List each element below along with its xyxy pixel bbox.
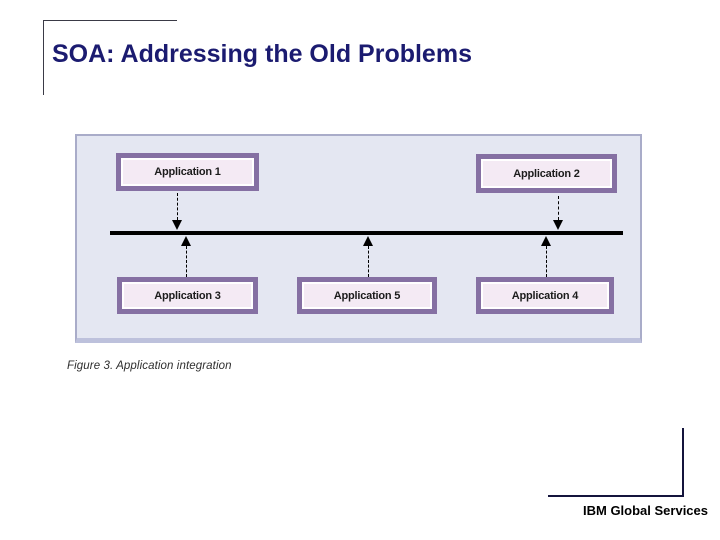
application-5-box: Application 5: [297, 277, 437, 314]
connector-app5-arrowhead-up-icon: [363, 236, 373, 246]
connector-app1-arrowhead-down-icon: [172, 220, 182, 230]
title-bracket-horizontal-line: [43, 20, 177, 21]
connector-app3-dash: [186, 246, 187, 277]
footer-brand-text: IBM Global Services: [583, 503, 708, 518]
footer-bracket-horizontal-line: [548, 495, 684, 497]
application-5-label: Application 5: [333, 289, 401, 302]
integration-bus-line: [110, 231, 623, 235]
application-1-label: Application 1: [154, 166, 221, 178]
figure-caption: Figure 3. Application integration: [67, 360, 232, 372]
application-4-box: Application 4: [476, 277, 614, 314]
application-3-label: Application 3: [154, 289, 221, 302]
connector-app1-dash: [177, 193, 178, 220]
application-3-box: Application 3: [117, 277, 258, 314]
connector-app4-dash: [546, 246, 547, 277]
connector-app3-arrowhead-up-icon: [181, 236, 191, 246]
application-4-label: Application 4: [511, 289, 579, 302]
connector-app2-dash: [558, 196, 559, 220]
connector-app5-dash: [368, 246, 369, 277]
application-2-box: Application 2: [476, 154, 617, 193]
application-1-box: Application 1: [116, 153, 259, 191]
title-bracket-vertical-line: [43, 20, 44, 95]
footer-bracket-vertical-line: [682, 428, 684, 497]
connector-app2-arrowhead-down-icon: [553, 220, 563, 230]
connector-app4-arrowhead-up-icon: [541, 236, 551, 246]
application-2-label: Application 2: [513, 167, 580, 180]
slide-title: SOA: Addressing the Old Problems: [52, 40, 472, 68]
